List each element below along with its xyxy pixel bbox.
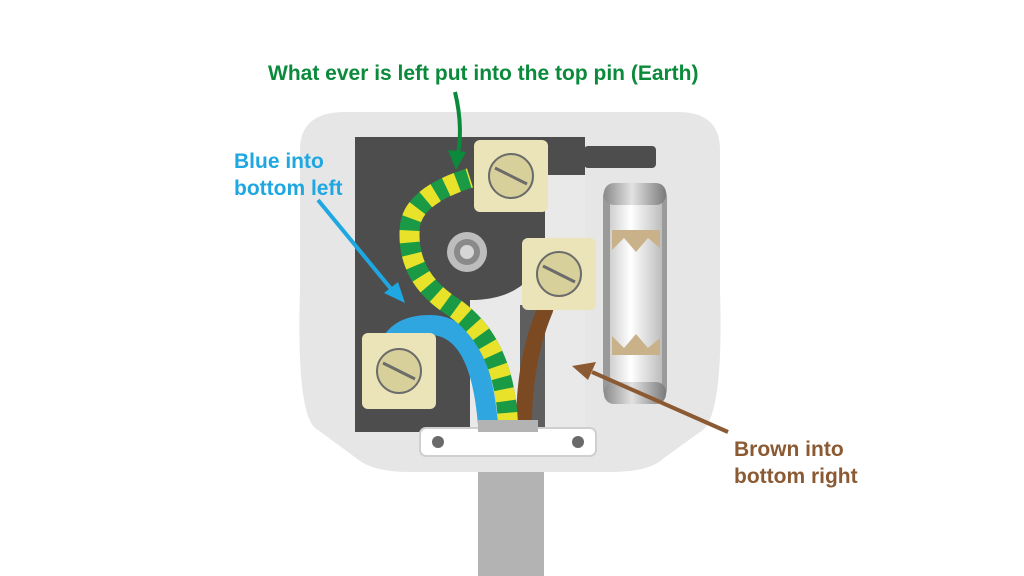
- cable-sheath: [478, 455, 544, 576]
- live-terminal: [522, 238, 596, 310]
- screw-icon: [488, 153, 534, 199]
- fuse-holder-slot: [584, 146, 656, 168]
- earth-terminal: [474, 140, 548, 212]
- live-wire: [516, 288, 558, 426]
- screw-icon: [376, 348, 422, 394]
- earth-arrow: [448, 91, 466, 170]
- earth-wire-yellow: [399, 168, 518, 426]
- earth-label-text: What ever is left put into the top pin (…: [268, 62, 699, 85]
- cord-grip: [419, 427, 597, 457]
- screw-icon: [536, 251, 582, 297]
- neutral-terminal: [362, 333, 436, 409]
- cord-grip-screw-left: [432, 436, 444, 448]
- neutral-label: Blue into bottom left: [234, 148, 342, 202]
- live-arrow: [572, 362, 729, 434]
- neutral-label-line2: bottom left: [234, 177, 343, 200]
- fuse-icon: [603, 183, 667, 404]
- live-label: Brown into bottom right: [734, 436, 858, 490]
- neutral-wire: [381, 314, 498, 426]
- neutral-label-line1: Blue into: [234, 150, 324, 173]
- neutral-arrow: [316, 198, 405, 303]
- live-label-line2: bottom right: [734, 465, 858, 488]
- cord-grip-screw-right: [572, 436, 584, 448]
- live-label-line1: Brown into: [734, 438, 844, 461]
- center-screw-icon: [447, 232, 487, 272]
- earth-label: What ever is left put into the top pin (…: [268, 60, 699, 87]
- wire-bundle-exit: [478, 420, 538, 432]
